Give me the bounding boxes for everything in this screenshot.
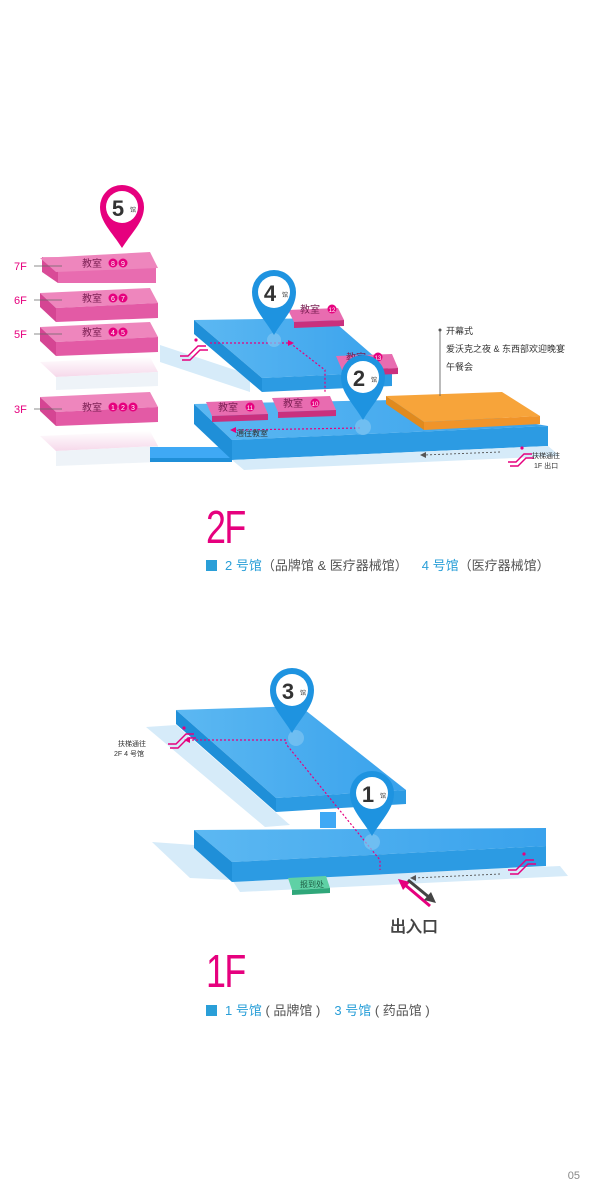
pin-suffix: 馆 (300, 689, 306, 697)
classroom-num: 2 (121, 405, 125, 412)
legend-hall4: 4 号馆 (421, 558, 459, 573)
classroom-label: 教室 (82, 292, 102, 305)
classroom-num: 1 (111, 405, 115, 412)
entrance-arrows (398, 878, 436, 908)
page-number: 05 (567, 1170, 580, 1182)
legend-swatch (206, 1005, 217, 1016)
event-opening: 开幕式 (446, 325, 473, 336)
registration-label: 报到处 (300, 879, 324, 889)
pin-suffix: 馆 (282, 291, 288, 299)
pin-hall-2[interactable]: 2 馆 (341, 355, 385, 420)
classroom-num: 5 (121, 330, 125, 337)
classroom-num: 6 (111, 296, 115, 303)
hall-2[interactable] (194, 400, 560, 470)
classroom-label: 教室 (300, 303, 320, 316)
classroom-num: 9 (121, 261, 125, 268)
pin-number: 4 (264, 281, 277, 306)
floor-1f-title: 1F (206, 945, 246, 997)
label-7f: 7F (14, 261, 27, 273)
hall-1f-buildings: 报到处 扶梯通往 2F 4 号馆 (114, 706, 568, 895)
event-labels: 开幕式 爱沃克之夜 & 东西部欢迎晚宴 午餐会 (438, 325, 565, 396)
label-5f: 5F (14, 329, 27, 341)
pin-number: 1 (362, 782, 374, 807)
classroom-label: 教室 (82, 257, 102, 270)
event-dinner: 爱沃克之夜 & 东西部欢迎晚宴 (446, 343, 565, 354)
pin-number: 3 (282, 679, 294, 704)
label-3f: 3F (14, 404, 27, 416)
classroom-label: 教室 (82, 401, 102, 414)
event-area[interactable] (386, 392, 540, 430)
slab-5f[interactable] (40, 322, 158, 356)
classroom-10[interactable] (272, 396, 336, 418)
floor-2f-title: 2F (206, 501, 246, 553)
pin-suffix: 馆 (130, 206, 136, 214)
escalator-icon (508, 446, 534, 467)
registration-desk[interactable]: 报到处 (288, 876, 330, 895)
classroom-num: 4 (111, 330, 115, 337)
pin-hall-3[interactable]: 3 馆 (270, 668, 314, 733)
legend-hall2: 2 号馆 (225, 558, 262, 573)
pin-number: 5 (112, 196, 124, 221)
escalator-icon (180, 338, 208, 361)
escalator-label-line1: 扶梯通往 (118, 739, 146, 748)
escalator-icon (168, 726, 196, 749)
slab-4f-faded (40, 357, 158, 377)
classroom-num: 8 (111, 261, 115, 268)
classroom-label: 教室 (82, 326, 102, 339)
floor-1f-legend: 1 号馆 ( 品牌馆 ) 3 号馆 ( 药品馆 ) (206, 1000, 430, 1019)
legend-hall1-desc: ( 品牌馆 ) (265, 1003, 321, 1018)
to-classroom-label: 通往教室 (236, 428, 268, 438)
legend-hall2-desc: （品牌馆 & 医疗器械馆） (261, 558, 408, 573)
classroom-label: 教室 (218, 401, 238, 414)
escalator-label-line2: 2F 4 号馆 (114, 749, 144, 758)
side-floor-stack: 7F 6F 5F 3F 教室 8 9 教室 6 7 教室 4 5 教室 1 2 … (14, 252, 158, 466)
escalator-label-line2: 1F 出口 (534, 461, 558, 470)
legend-hall3: 3 号馆 (334, 1003, 372, 1018)
slab-7f[interactable] (40, 252, 158, 283)
escalator-icon (508, 852, 536, 875)
classroom-num: 10 (312, 402, 319, 408)
classroom-num: 13 (375, 356, 382, 362)
classroom-label: 教室 (283, 397, 303, 410)
classroom-num: 7 (121, 296, 125, 303)
classroom-num: 12 (329, 308, 336, 314)
hall-2f-buildings: 教室 12 教室 13 教室 11 教室 10 通往教室 扶梯通往 1F 出口 (150, 303, 560, 470)
pin-suffix: 馆 (380, 792, 386, 800)
legend-swatch (206, 560, 217, 571)
legend-hall3-desc: ( 药品馆 ) (374, 1003, 430, 1018)
pin-hall-4[interactable]: 4 馆 (252, 270, 296, 335)
walkway (150, 447, 232, 458)
pin-suffix: 馆 (371, 376, 377, 384)
legend-hall1: 1 号馆 (225, 1003, 262, 1018)
pin-hall-1[interactable]: 1 馆 (350, 771, 394, 836)
label-6f: 6F (14, 295, 27, 307)
classroom-num: 11 (247, 406, 254, 412)
legend-hall4-desc: （医疗器械馆） (458, 558, 550, 573)
entrance-label: 出入口 (390, 917, 438, 936)
escalator-label-line1: 扶梯通往 (532, 451, 560, 460)
event-lunch: 午餐会 (446, 361, 473, 372)
classroom-num: 3 (131, 405, 135, 412)
pin-number: 2 (353, 366, 365, 391)
floor-2f-legend: 2 号馆（品牌馆 & 医疗器械馆） 4 号馆（医疗器械馆） (206, 555, 550, 574)
pin-hall-5[interactable]: 5 馆 (100, 185, 144, 248)
